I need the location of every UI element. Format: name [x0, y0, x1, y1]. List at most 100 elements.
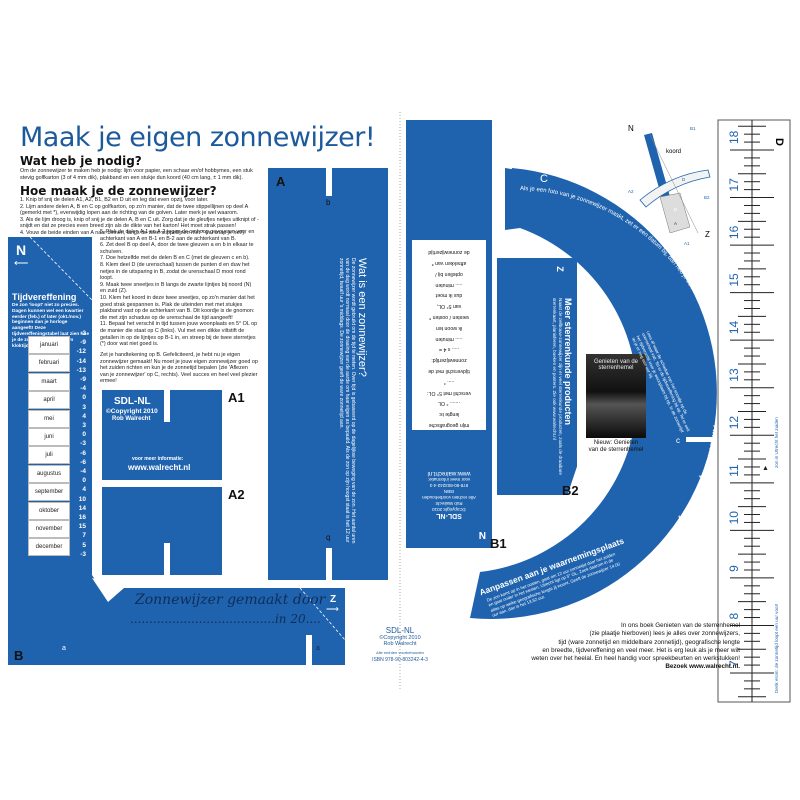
ruler-hour-label: 17	[727, 178, 741, 192]
slot-a-label: a	[316, 645, 320, 652]
diagram-tag: D	[682, 177, 686, 182]
diagram-z: Z	[705, 230, 710, 239]
equation-value: 4	[82, 412, 86, 420]
b1-form: mijn geografische lengte is: ....... ° OL v…	[412, 240, 486, 430]
equation-value: -9	[80, 339, 86, 347]
equation-value: 15	[78, 523, 86, 531]
part-c-ring	[470, 168, 717, 619]
part-b1-content: N SDL-NL ©Copyright 2010 Rob Walrecht Al…	[406, 120, 492, 548]
part-a2	[102, 487, 222, 575]
equation-value: 3	[82, 422, 86, 429]
credits-rights: Alle rechten voorbehouden	[376, 650, 424, 655]
part-b2-label: B2	[562, 483, 579, 498]
part-b2: Z Meer sterrenkunde producten Naast de z…	[497, 258, 577, 495]
b1-isbn: 978-90-803242-4-3	[429, 483, 469, 488]
slot-q	[326, 548, 332, 580]
b1-rights: Alle rechten voorbehouden	[422, 495, 476, 500]
equation-value: -4	[80, 385, 86, 393]
b1-form-line: mijn geografische	[428, 422, 470, 428]
slot-a-label: a	[62, 645, 66, 652]
needs-text: Om de zonnewijzer te maken heb je nodig:…	[20, 168, 253, 181]
book-caption-1: Nieuw: Genieten	[593, 440, 639, 446]
month-cell: november	[28, 520, 70, 538]
diagram-tag: B1	[690, 126, 696, 131]
diagram-tag: B2	[704, 195, 710, 200]
diagram-part-a	[659, 192, 691, 234]
b1-copyright: ©Copyright 2010	[432, 507, 466, 512]
book-cover-image: Genieten van de sterrenhemel	[586, 354, 646, 438]
diagram-koord: koord	[666, 149, 681, 155]
equation-heading: Tijdvereffening	[12, 292, 77, 302]
promo-line: (zie plaatje hierboven) lees je alles ov…	[589, 630, 740, 638]
promo-line: In ons boek Genieten van de sterrenhemel	[620, 622, 740, 629]
b2-heading: Meer sterrenkunde producten	[563, 298, 573, 426]
month-cell: mei	[28, 409, 70, 428]
slot	[164, 390, 170, 422]
signature-line-1: Zonnewijzer gemaakt door	[135, 592, 326, 608]
slot-a	[306, 635, 312, 665]
step: 3. Als de lijm droog is, knip of snij je…	[20, 216, 259, 230]
book-cover-title: Genieten van de sterrenhemel	[593, 359, 639, 371]
a1-url[interactable]: www.walrecht.nl	[128, 463, 191, 472]
ring-label-c: C	[540, 173, 548, 185]
b1-form-line: lengte is:	[438, 411, 460, 418]
month-cell: januari	[28, 336, 70, 354]
b1-form-line: verschil met 5° OL:	[427, 389, 471, 396]
promo-text: In ons boek Genieten van de sterrenhemel…	[460, 622, 740, 672]
step: 4. Vouw de beide einden van A naar binne…	[20, 229, 246, 236]
ruler-hour-label: 8	[727, 612, 741, 619]
part-a1-label: A1	[228, 390, 245, 405]
b1-form-line: ..... °	[443, 378, 455, 385]
steps-narrow: 5. Plak de delen A-1 en A-2 tegen de omh…	[100, 229, 258, 348]
east-arrow-icon: ⟶	[326, 604, 339, 614]
b1-form-line: ..... x 4 =	[438, 346, 460, 353]
ruler-note-bottom: Denk erom: de zonnetijd loopt een uur vo…	[774, 604, 779, 693]
ruler-hour-label: 14	[727, 321, 741, 335]
notch	[92, 578, 124, 602]
equation-value: 16	[78, 514, 86, 521]
page-title: Maak je eigen zonnewijzer!	[20, 122, 376, 153]
b1-form-line: ik woon ten	[435, 324, 463, 331]
equation-value: -3	[80, 330, 86, 337]
slot-b	[326, 168, 332, 196]
b1-form-line: ....... ° OL	[438, 400, 460, 407]
part-a-text: De zonnewijzer wordt gebruikt om de tijd…	[338, 258, 356, 544]
diagram-tag: A1	[684, 241, 690, 246]
ruler-hour-label: 9	[727, 565, 741, 572]
equation-value: 7	[82, 532, 86, 540]
month-cell: december	[28, 538, 70, 557]
equation-value: 10	[78, 495, 86, 503]
part-b1-label: B1	[490, 536, 507, 551]
b2-text-block: Meer sterrenkunde producten Naast de zel…	[552, 298, 573, 488]
b1-form-line: tijdverschil met de	[428, 368, 470, 375]
credits: SDL-NL ©Copyright 2010 Rob Walrecht Alle…	[350, 626, 450, 663]
part-a: A b q Wat is een zonnewijzer? De zonnewi…	[268, 168, 388, 580]
ring-slot-label: c	[676, 436, 680, 445]
diagram-tag: B	[674, 207, 677, 212]
b1-credits: SDL-NL ©Copyright 2010 Rob Walrecht Alle…	[406, 470, 492, 519]
equation-value: -13	[76, 366, 86, 374]
diagram-part-d	[639, 169, 711, 208]
needs-heading: Wat heb je nodig?	[20, 154, 142, 168]
step: 1. Knip bf snij de delen A1, A2, B1, B2 …	[20, 197, 209, 203]
part-a1: SDL-NL ©Copyright 2010 Rob Walrecht voor…	[102, 390, 222, 480]
ruler-label-d: D	[773, 138, 785, 146]
equation-value: -3	[80, 550, 86, 558]
slot-b-label: b	[326, 198, 331, 207]
equation-value: -12	[76, 348, 86, 356]
part-a-text-block: Wat is een zonnewijzer? De zonnewijzer w…	[338, 258, 368, 548]
ruler-note-south: zon in Utrecht het zuiden	[774, 417, 779, 468]
a1-brand: SDL-NL	[114, 396, 151, 407]
ruler-hour-label: 10	[727, 511, 741, 525]
strip-north-label: N	[16, 242, 27, 258]
promo-visit-link[interactable]: Bezoek www.walrecht.nl.	[665, 663, 740, 671]
equation-value: -9	[80, 376, 86, 383]
b1-isbn-label: ISBN	[443, 489, 455, 494]
credits-isbn: ISBN 978-90-803242-4-3	[372, 657, 428, 663]
signature-line-2: ......................................in…	[130, 612, 321, 626]
b1-form-line: van 5° OL,	[436, 303, 462, 310]
part-a2-label: A2	[228, 487, 245, 502]
equation-value: -6	[80, 449, 86, 457]
